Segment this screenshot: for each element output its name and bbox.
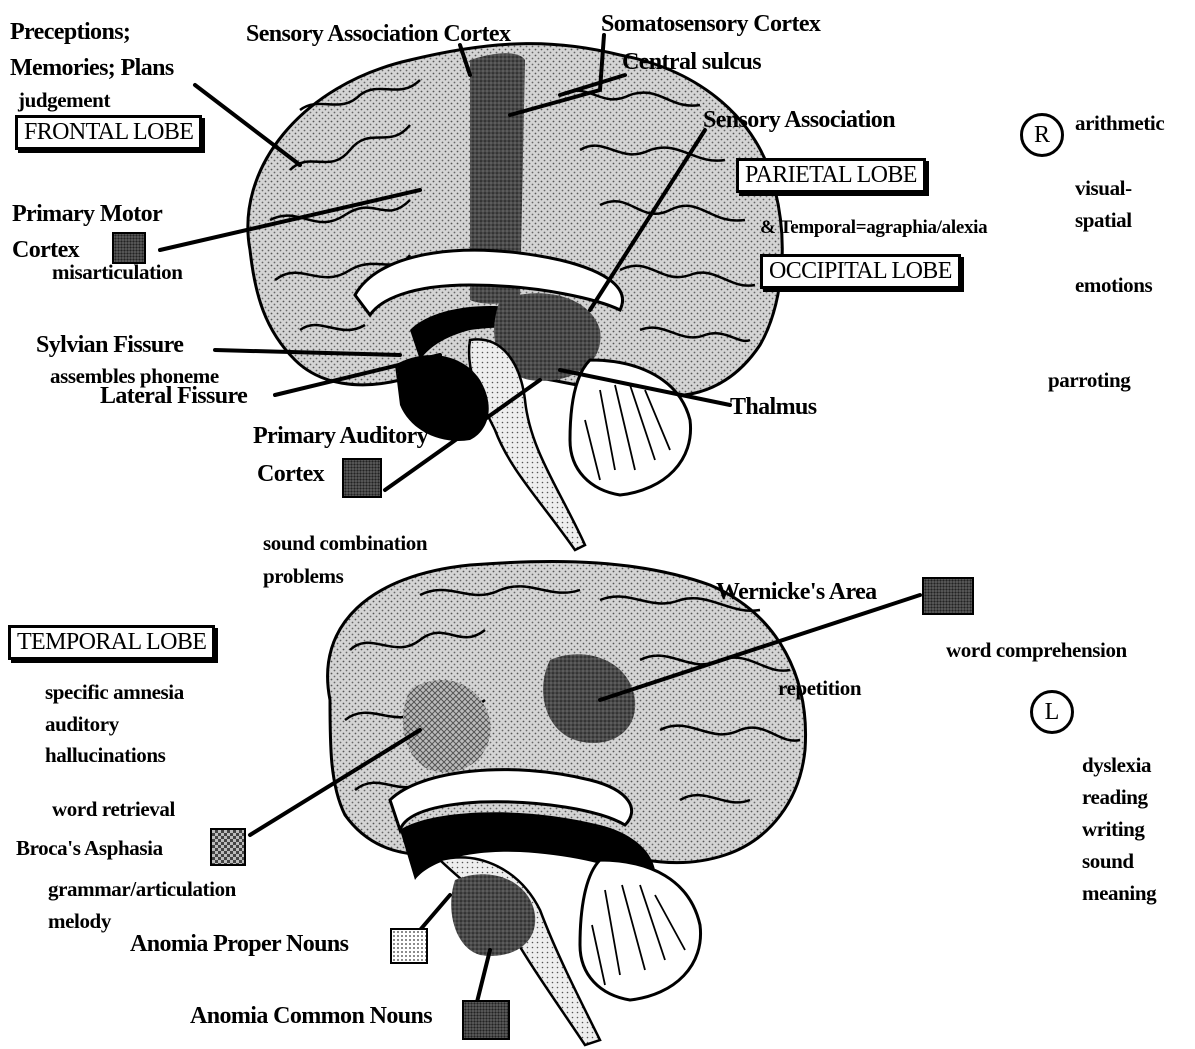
label-judgement: judgement: [18, 90, 110, 111]
occipital-lobe-box: OCCIPITAL LOBE: [760, 254, 961, 289]
label-somatosensory-cortex: Somatosensory Cortex: [601, 12, 820, 36]
label-arithmetic: arithmetic: [1075, 113, 1164, 134]
label-anomia-proper-nouns: Anomia Proper Nouns: [130, 932, 348, 956]
broca-swatch: [210, 828, 246, 866]
label-sensory-association-cortex: Sensory Association Cortex: [246, 22, 510, 46]
label-memories-plans: Memories; Plans: [10, 56, 174, 80]
label-reading: reading: [1082, 787, 1148, 808]
label-primary-motor-2: Cortex: [12, 238, 79, 262]
label-grammar-articulation: grammar/articulation: [48, 879, 236, 900]
label-brocas-asphasia: Broca's Asphasia: [16, 838, 163, 859]
label-repetition: repetition: [778, 678, 861, 699]
label-visual: visual-: [1075, 178, 1132, 199]
primary-auditory-swatch: [342, 458, 382, 498]
anomia-proper-swatch: [390, 928, 428, 964]
label-auditory: auditory: [45, 714, 119, 735]
label-melody: melody: [48, 911, 111, 932]
label-hallucinations: hallucinations: [45, 745, 165, 766]
label-anomia-common-nouns: Anomia Common Nouns: [190, 1004, 432, 1028]
label-meaning: meaning: [1082, 883, 1156, 904]
temporal-lobe-box: TEMPORAL LOBE: [8, 625, 215, 660]
label-primary-auditory-2: Cortex: [257, 462, 324, 486]
anomia-common-swatch: [462, 1000, 510, 1040]
label-thalmus: Thalmus: [730, 395, 817, 419]
parietal-lobe-box: PARIETAL LOBE: [736, 158, 926, 193]
label-central-sulcus: Central sulcus: [622, 50, 761, 74]
label-primary-auditory-1: Primary Auditory: [253, 424, 428, 448]
label-emotions: emotions: [1075, 275, 1152, 296]
label-preceptions: Preceptions;: [10, 20, 130, 44]
label-sylvian-fissure: Sylvian Fissure: [36, 333, 183, 357]
left-hemisphere-marker: L: [1030, 690, 1074, 734]
label-wernickes-area: Wernicke's Area: [716, 580, 877, 604]
label-sound: sound: [1082, 851, 1134, 872]
bottom-cerebellum: [580, 860, 701, 1000]
label-writing: writing: [1082, 819, 1145, 840]
label-temporal-agraphia: & Temporal=agraphia/alexia: [760, 218, 987, 237]
label-dyslexia: dyslexia: [1082, 755, 1151, 776]
bottom-brain: [328, 562, 806, 1045]
label-specific-amnesia: specific amnesia: [45, 682, 184, 703]
label-spatial: spatial: [1075, 210, 1132, 231]
label-problems: problems: [263, 566, 343, 587]
label-word-comprehension: word comprehension: [946, 640, 1127, 661]
label-primary-motor-1: Primary Motor: [12, 202, 162, 226]
right-hemisphere-marker: R: [1020, 113, 1064, 157]
label-sensory-association: Sensory Association: [703, 108, 895, 132]
wernicke-swatch: [922, 577, 974, 615]
label-word-retrieval: word retrieval: [52, 799, 175, 820]
label-parroting: parroting: [1048, 370, 1130, 391]
frontal-lobe-box: FRONTAL LOBE: [15, 115, 202, 150]
leader-frontal: [195, 85, 300, 165]
label-misarticulation: misarticulation: [52, 262, 183, 283]
leader-anomia-proper: [420, 895, 450, 930]
label-lateral-fissure: Lateral Fissure: [100, 384, 247, 408]
label-sound-combination: sound combination: [263, 533, 427, 554]
